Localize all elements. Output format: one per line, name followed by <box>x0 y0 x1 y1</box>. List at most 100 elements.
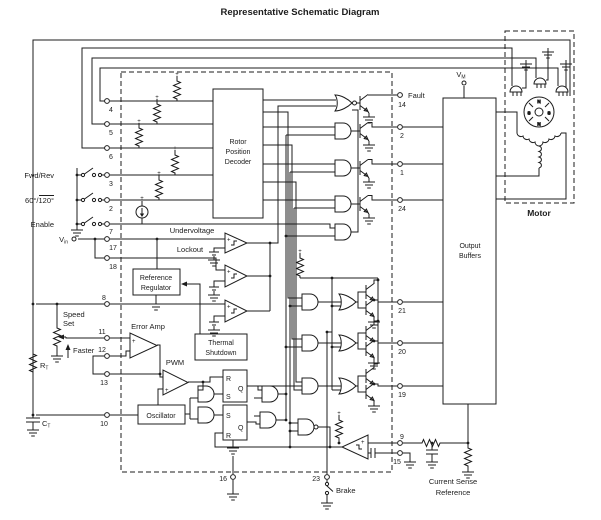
svg-text:Reference: Reference <box>140 275 172 282</box>
oscillator-block: Oscillator <box>137 404 186 425</box>
svg-text:R: R <box>226 433 231 440</box>
motor-label: Motor <box>527 208 551 218</box>
and-gate-d <box>259 411 277 429</box>
resistor-symbol <box>335 417 343 441</box>
pwm-comparator <box>162 369 190 396</box>
top-drive-transistor-2 <box>359 122 369 140</box>
svg-text:Oscillator: Oscillator <box>146 413 176 420</box>
and-gate-c <box>261 385 279 403</box>
nor-gate-fault <box>334 94 357 112</box>
svg-text:+: + <box>140 196 144 202</box>
switches <box>76 167 334 496</box>
pin-17-number: 17 <box>109 245 117 252</box>
pin-13-number: 13 <box>100 380 108 387</box>
undervoltage-label: Undervoltage <box>170 226 215 235</box>
pin-1-number: 1 <box>400 170 404 177</box>
svg-text:+: + <box>157 171 161 177</box>
pin-24-number: 24 <box>398 206 406 213</box>
bottom-drive-21-upper <box>365 283 375 301</box>
svg-text:S: S <box>226 394 231 401</box>
pin-11-number: 11 <box>98 329 105 336</box>
passive-components <box>26 78 472 469</box>
sense-divider-resistor <box>464 445 472 469</box>
svg-text:+: + <box>155 95 159 101</box>
plus-sign: + <box>227 238 231 244</box>
and-gate-b <box>197 406 215 424</box>
ground-icon <box>207 290 221 302</box>
svg-text:Q: Q <box>238 425 244 432</box>
svg-text:R: R <box>226 376 231 383</box>
pwm-label: PWM <box>166 358 184 367</box>
and-gate-top1 <box>334 159 352 177</box>
pin-10-number: 10 <box>100 421 108 428</box>
svg-text:Decoder: Decoder <box>225 159 252 166</box>
pin-23-number: 23 <box>312 476 320 483</box>
error-amp-label: Error Amp <box>131 322 165 331</box>
bottom-drive-20-lower <box>365 340 375 358</box>
fault-label: Fault <box>408 91 426 100</box>
svg-text:Reference: Reference <box>436 488 471 497</box>
pin-2-number-right: 2 <box>400 133 404 140</box>
hall-sensor-icon <box>533 77 547 88</box>
svg-text:Q: Q <box>238 386 244 393</box>
pole-s: S <box>547 111 550 116</box>
lockout-label: Lockout <box>177 245 204 254</box>
flip-flop-2: S R Q <box>222 404 248 441</box>
junction-dots <box>31 173 470 449</box>
and-gate-top24 <box>334 195 352 213</box>
and-gate-bottom21 <box>301 293 319 311</box>
current-sense-label: Current Sense <box>429 477 477 486</box>
svg-text:Thermal: Thermal <box>208 340 234 347</box>
and-gate-bottom20 <box>301 334 319 352</box>
svg-text:N: N <box>537 122 540 127</box>
svg-text:+: + <box>361 440 365 446</box>
and-gate-top2 <box>334 122 352 140</box>
svg-text:S: S <box>527 111 530 116</box>
plus-sign: + <box>175 72 179 78</box>
fwd-rev-label: Fwd/Rev <box>24 171 54 180</box>
svg-text:+: + <box>173 146 177 152</box>
vm-label: VM <box>456 70 465 81</box>
brake-label: Brake <box>336 486 356 495</box>
bottom-drive-21-lower <box>365 299 375 317</box>
svg-text:Output: Output <box>459 243 480 250</box>
pin-20-number: 20 <box>398 349 406 356</box>
fwd-rev-switch <box>77 167 104 178</box>
svg-text:+: + <box>137 119 141 125</box>
ct-capacitor <box>26 415 40 426</box>
pin-9-number: 9 <box>400 434 404 441</box>
resistor-symbol <box>155 177 163 201</box>
and-gate-bottom19 <box>301 377 319 395</box>
ground-icon <box>226 489 240 501</box>
svg-text:+: + <box>227 305 231 311</box>
enable-switch <box>77 216 104 227</box>
svg-text:+: + <box>298 249 302 255</box>
wiring-layer <box>32 39 571 499</box>
ground-icon <box>362 177 376 189</box>
pin-numbers: 4 5 6 3 2 7 17 18 8 11 12 13 10 14 2 1 2… <box>98 102 406 483</box>
uvlo-comparator-3 <box>224 299 249 323</box>
top-drive-transistor-1 <box>359 159 369 177</box>
nand-gate-f <box>297 418 319 436</box>
or-gate-19 <box>338 377 357 395</box>
pole-n: N <box>537 99 540 104</box>
or-gate-20 <box>338 334 357 352</box>
60-120-select-switch <box>77 192 104 203</box>
pin-12-number: 12 <box>98 347 106 354</box>
hall-sensor-icon <box>509 85 523 96</box>
vin-label: Vin <box>59 235 68 246</box>
page-title: Representative Schematic Diagram <box>221 7 380 18</box>
svg-text:Regulator: Regulator <box>141 285 172 292</box>
pin-6-number: 6 <box>109 154 113 161</box>
pin-3-number: 3 <box>109 181 113 188</box>
svg-text:Set: Set <box>63 319 75 328</box>
resistor-symbol <box>296 255 304 279</box>
faster-label: Faster <box>73 346 95 355</box>
ground-icon <box>226 443 240 455</box>
pin-5-number: 5 <box>109 130 113 137</box>
transistors <box>359 94 375 401</box>
error-amp-triangle <box>129 332 159 359</box>
ground-icon <box>149 299 163 311</box>
